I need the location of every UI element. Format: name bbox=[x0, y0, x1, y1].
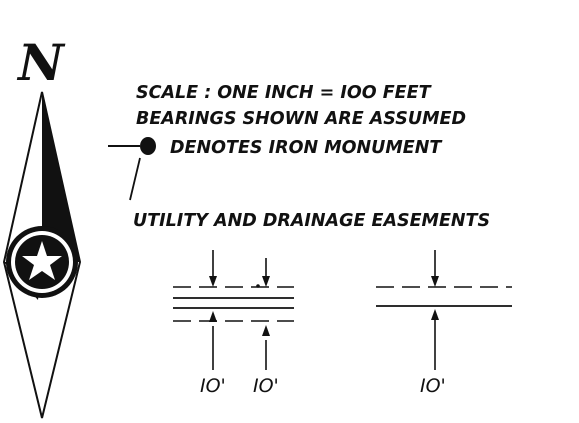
bearings-note: BEARINGS SHOWN ARE ASSUMED bbox=[136, 109, 466, 129]
dimension-label-right: IO' bbox=[420, 375, 446, 397]
monument-note: DENOTES IRON MONUMENT bbox=[170, 138, 443, 158]
north-letter: N bbox=[16, 33, 66, 92]
dimension-label-left: IO' bbox=[200, 375, 226, 397]
compass-star-icon bbox=[2, 91, 82, 419]
easement-diagram-double bbox=[173, 250, 294, 370]
iron-monument-icon bbox=[108, 137, 156, 201]
dimension-label-middle: IO' bbox=[253, 375, 279, 397]
easements-title: UTILITY AND DRAINAGE EASEMENTS bbox=[133, 211, 490, 231]
easement-diagram-single bbox=[376, 250, 512, 370]
scale-note: SCALE : ONE INCH = IOO FEET bbox=[136, 83, 433, 103]
